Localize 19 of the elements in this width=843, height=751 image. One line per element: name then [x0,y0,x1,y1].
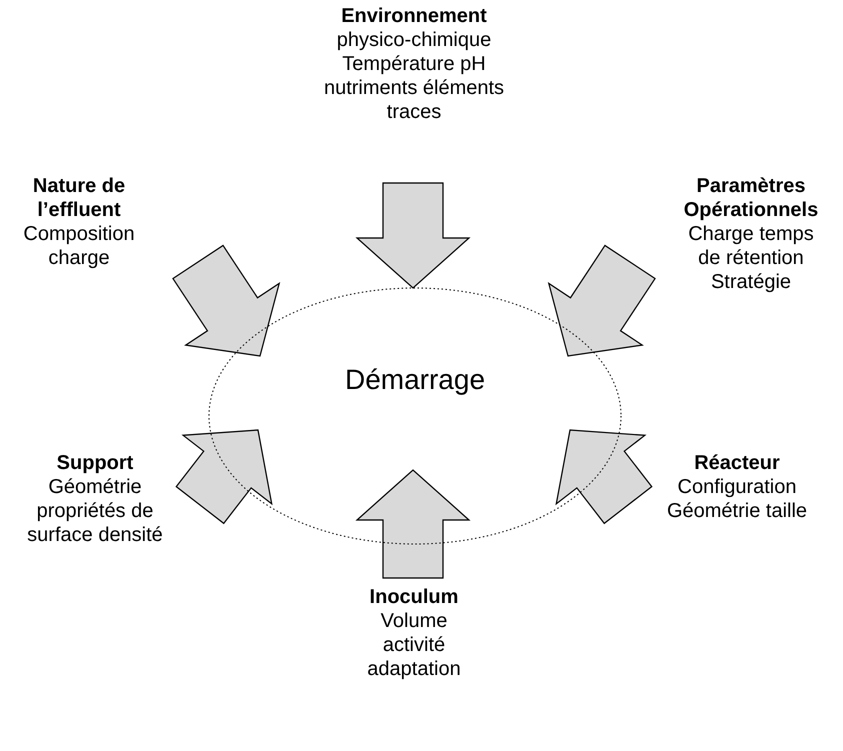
node-text: Géométrie propriétés de surface densité [26,475,164,547]
block-arrow [355,469,471,579]
node-heading: Nature de l’effluent [32,174,126,222]
block-arrow [175,429,273,524]
node-heading: Réacteur [693,451,781,475]
block-arrow [355,182,471,289]
node-heading: Inoculum [368,585,460,609]
node-text: Charge temps de rétention Stratégie [687,222,815,294]
center-label: Démarrage [344,363,486,397]
node-heading: Environnement [340,4,488,28]
node-text: Configuration Géométrie taille [666,475,808,523]
node-heading: Paramètres Opérationnels [682,174,820,222]
block-arrow [548,244,656,357]
block-arrow [555,429,653,524]
node-text: Composition charge [22,222,136,270]
block-arrow [172,244,280,357]
node-text: physico-chimique Température pH nutriments éléments traces [322,28,506,124]
node-text: Volume activité adaptation [366,609,462,681]
node-heading: Support [56,451,134,475]
